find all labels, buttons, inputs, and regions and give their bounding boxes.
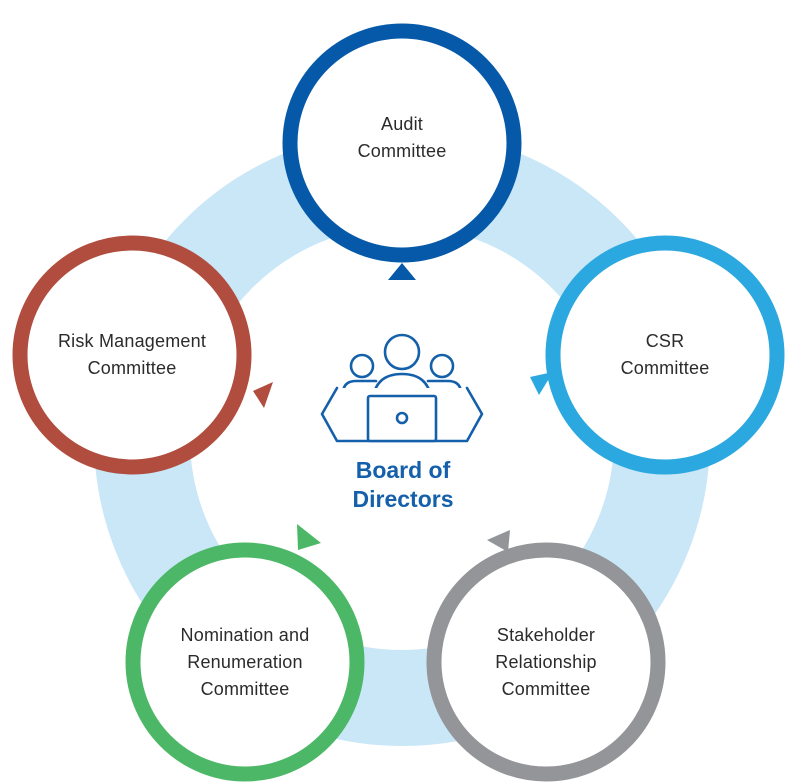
meeting-table-icon (320, 333, 484, 443)
committee-audit-circle (282, 23, 522, 263)
committee-stakeholder-node (426, 530, 666, 782)
committee-csr-circle (545, 235, 785, 475)
committee-stakeholder-line3: Committee (501, 679, 591, 699)
committee-stakeholder-line2: Relationship (495, 652, 597, 672)
committee-csr-line1: CSR (645, 331, 685, 351)
committee-audit-line2: Committee (357, 141, 447, 161)
board-of-directors-title: Board of Directors (300, 456, 506, 514)
committee-nomination-node (125, 524, 365, 782)
committee-stakeholder-circle (426, 542, 666, 782)
board-title-line1: Board of (355, 457, 451, 483)
risk-arrow-icon (253, 382, 273, 408)
committee-audit-label: Audit Committee (312, 111, 492, 165)
committee-risk-line1: Risk Management (57, 331, 207, 351)
committee-risk-node (12, 235, 273, 475)
committee-audit-line1: Audit (380, 114, 424, 134)
board-title-line2: Directors (352, 486, 454, 512)
committee-csr-label: CSR Committee (575, 328, 755, 382)
committee-stakeholder-line1: Stakeholder (496, 625, 596, 645)
committee-audit-node (282, 23, 522, 280)
committee-nomination-line2: Renumeration (187, 652, 303, 672)
committee-nomination-line3: Committee (200, 679, 290, 699)
committee-risk-label: Risk Management Committee (32, 328, 232, 382)
committee-stakeholder-label: Stakeholder Relationship Committee (456, 622, 636, 703)
stakeholder-arrow-icon (487, 530, 510, 552)
committee-risk-circle (12, 235, 252, 475)
committee-csr-line2: Committee (620, 358, 710, 378)
committee-nomination-label: Nomination and Renumeration Committee (145, 622, 345, 703)
committee-nomination-line1: Nomination and (180, 625, 310, 645)
nomination-arrow-icon (297, 524, 321, 550)
committee-nomination-circle (125, 542, 365, 782)
csr-arrow-icon (530, 372, 553, 395)
audit-arrow-icon (388, 263, 416, 280)
committee-csr-node (530, 235, 785, 475)
committee-risk-line2: Committee (87, 358, 177, 378)
